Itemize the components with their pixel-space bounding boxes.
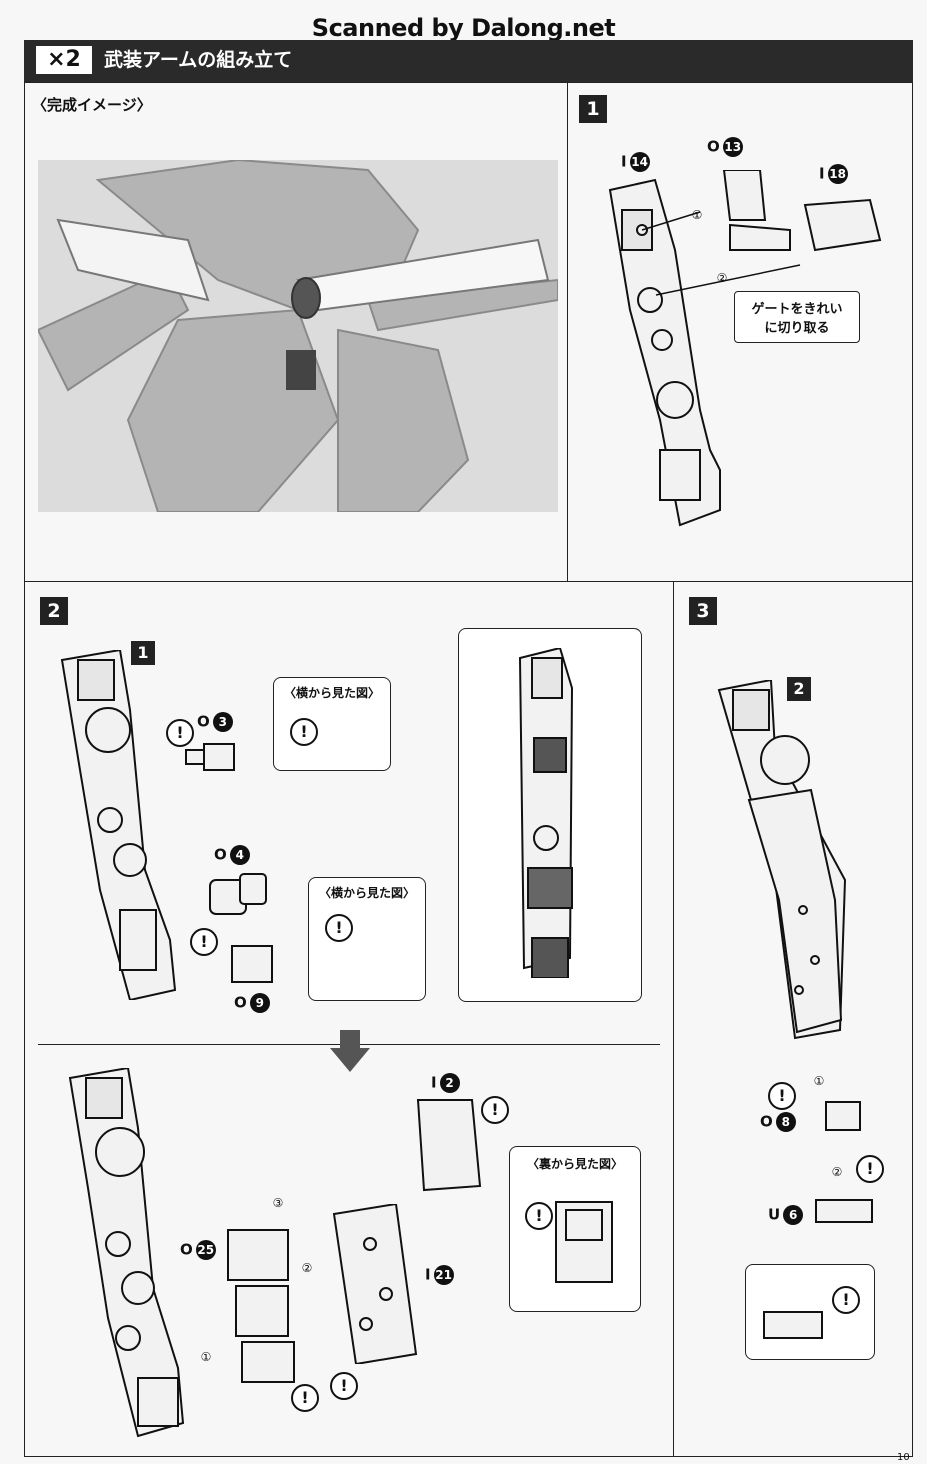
step-order-2: ② xyxy=(831,1165,843,1179)
part-number-circle: 3 xyxy=(212,712,233,732)
back-view-title: 〈裏から見た図〉 xyxy=(526,1157,623,1171)
gate-note-line2: に切り取る xyxy=(764,321,830,336)
part-number-circle: 8 xyxy=(775,1112,796,1132)
page-number: 10 xyxy=(897,1452,910,1463)
step2-bottom-arm-drawing xyxy=(68,1068,185,1438)
gate-note-line1: ゲートをきれい xyxy=(751,302,843,317)
part-letter: U xyxy=(768,1205,781,1224)
part-number-circle: 6 xyxy=(783,1205,804,1225)
side-view-title: 〈横から見た図〉 xyxy=(283,686,380,700)
caution-icon: ! xyxy=(481,1096,509,1124)
part-letter: I xyxy=(425,1265,431,1284)
caution-icon: ! xyxy=(290,718,318,746)
part-i21-drawing xyxy=(332,1204,418,1364)
step3-panel xyxy=(673,581,913,1457)
side-view-callout-2: 〈横から見た図〉 xyxy=(308,877,426,1001)
step-order-3: ③ xyxy=(272,1196,284,1210)
caution-icon: ! xyxy=(856,1155,884,1183)
part-letter: O xyxy=(234,993,247,1012)
step-order-1: ① xyxy=(813,1074,825,1088)
part-number-circle: 25 xyxy=(195,1240,216,1260)
caution-icon: ! xyxy=(330,1372,358,1400)
part-number-circle: 4 xyxy=(229,845,250,865)
caution-icon: ! xyxy=(525,1202,553,1230)
part-o9-drawing xyxy=(231,945,273,983)
caution-icon: ! xyxy=(325,914,353,942)
down-arrow-icon xyxy=(330,1030,370,1072)
step3-arm-drawing xyxy=(717,680,847,1040)
caution-icon: ! xyxy=(832,1286,860,1314)
part-o25-drawing xyxy=(227,1229,295,1383)
side-view-title: 〈横から見た図〉 xyxy=(318,886,415,900)
part-o4-drawing xyxy=(209,873,267,915)
part-letter: O xyxy=(214,845,227,864)
substep-ref-1: 1 xyxy=(131,641,155,665)
step-order-1: ① xyxy=(200,1350,212,1364)
part-letter: O xyxy=(707,137,720,156)
complete-image-illustration xyxy=(38,160,558,512)
part-i2-drawing xyxy=(416,1099,482,1192)
part-o3-drawing xyxy=(185,743,235,771)
part-number-circle: 21 xyxy=(433,1265,454,1285)
caution-icon: ! xyxy=(291,1384,319,1412)
back-view-drawing xyxy=(555,1201,613,1283)
part-letter: I xyxy=(431,1073,437,1092)
part-number-circle: 13 xyxy=(722,137,743,157)
complete-image-label: 〈完成イメージ〉 xyxy=(32,96,152,114)
part-u6-drawing xyxy=(815,1199,873,1223)
step-order-2: ② xyxy=(716,271,728,285)
watermark-text: Scanned by Dalong.net xyxy=(311,14,616,42)
gate-cut-note: ゲートをきれい に切り取る xyxy=(734,291,860,343)
part-o8-drawing xyxy=(825,1101,861,1131)
substep-ref-2: 2 xyxy=(787,677,811,701)
section-header xyxy=(24,40,913,82)
caution-icon: ! xyxy=(166,719,194,747)
part-letter: O xyxy=(197,712,210,731)
step-order-1: ① xyxy=(691,208,703,222)
side-view-callout-1: 〈横から見た図〉 xyxy=(273,677,391,771)
part-number-circle: 2 xyxy=(439,1073,460,1093)
step2-top-arm-drawing xyxy=(60,650,177,1000)
part-letter: I xyxy=(621,152,627,171)
part-letter: O xyxy=(760,1112,773,1131)
detail-part-drawing xyxy=(763,1311,823,1339)
part-letter: I xyxy=(819,164,825,183)
completed-arm-drawing xyxy=(518,648,574,978)
step-number-1: 1 xyxy=(579,95,607,123)
part-number-circle: 18 xyxy=(827,164,848,184)
caution-icon: ! xyxy=(768,1082,796,1110)
quantity-badge: ×2 xyxy=(36,46,92,74)
step-number-3: 3 xyxy=(689,597,717,625)
part-letter: O xyxy=(180,1240,193,1259)
part-number-circle: 9 xyxy=(249,993,270,1013)
step-order-2: ② xyxy=(301,1261,313,1275)
section-title: 武装アームの組み立て xyxy=(104,49,293,71)
caution-icon: ! xyxy=(190,928,218,956)
step-number-2: 2 xyxy=(40,597,68,625)
part-number-circle: 14 xyxy=(629,152,650,172)
step1-arm-drawing xyxy=(608,170,882,527)
